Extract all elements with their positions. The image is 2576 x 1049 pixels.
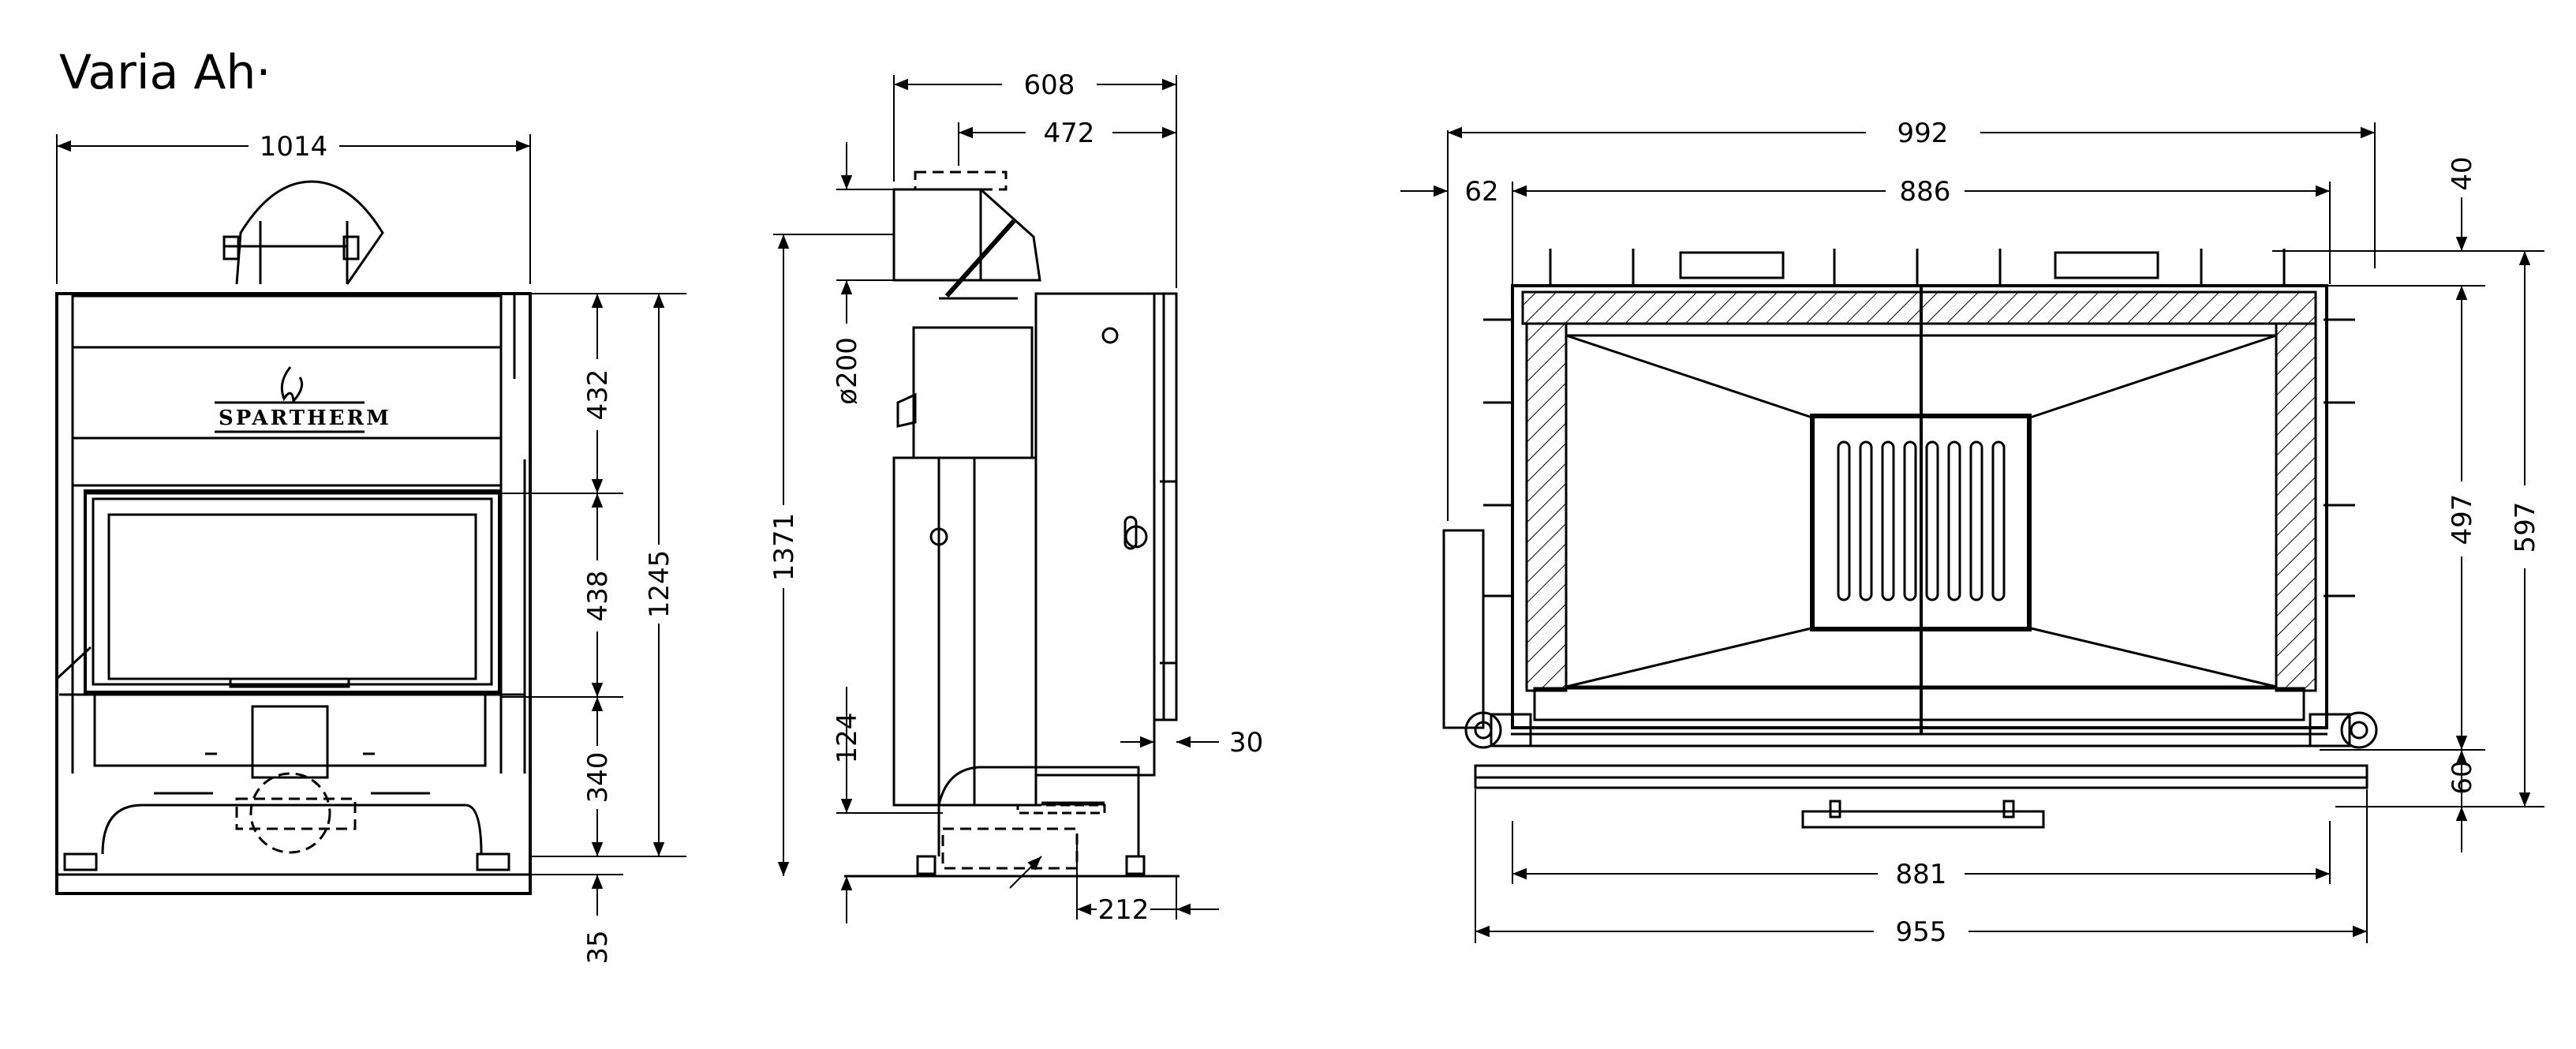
dim-plan-outer-depth: 597	[2510, 502, 2541, 553]
dim-side-flue-diameter: ø200	[832, 337, 863, 405]
dim-plan-front-offset: 60	[2447, 760, 2478, 794]
flue-dome	[235, 180, 384, 285]
dim-plan-left-offset: 62	[1464, 176, 1498, 208]
dim-side-total-height: 1371	[768, 513, 800, 582]
dim-front-base-height: 340	[582, 752, 614, 804]
dim-front-door-height: 438	[582, 571, 614, 622]
dim-side-flue-offset: 472	[1044, 118, 1095, 149]
dim-front-foot-height: 35	[582, 930, 614, 964]
dim-side-inlet-height: 124	[832, 713, 863, 764]
dim-side-gap: 30	[1229, 727, 1263, 759]
liner-right	[2275, 322, 2317, 692]
front-view-dimensions	[56, 134, 686, 916]
dim-plan-bottom-outer-width: 955	[1896, 916, 1947, 948]
dim-side-depth: 608	[1024, 69, 1075, 101]
handle	[1801, 810, 2045, 829]
brand-logo-text: SPARTHERM	[219, 406, 391, 430]
dim-plan-inner-depth: 497	[2447, 494, 2478, 545]
side-view	[844, 170, 1180, 878]
dim-plan-inner-width: 886	[1900, 176, 1951, 208]
front-view	[55, 180, 532, 895]
brand-flame-icon	[280, 366, 304, 404]
plan-view-dimensions	[1400, 122, 2544, 943]
dim-side-bottom-offset: 212	[1098, 894, 1150, 926]
dim-front-width: 1014	[260, 131, 328, 163]
plan-view	[1442, 249, 2378, 829]
side-view-dimensions	[773, 75, 1219, 923]
liner-top	[1521, 290, 2317, 325]
dim-front-total-height: 1245	[644, 550, 675, 619]
liner-left	[1525, 322, 1568, 692]
drawing-title: Varia Ah·	[59, 45, 271, 100]
dim-plan-top-offset: 40	[2447, 156, 2478, 190]
dim-plan-bottom-inner-width: 881	[1896, 859, 1947, 890]
dim-front-hood-height: 432	[582, 369, 614, 421]
dim-plan-outer-width: 992	[1897, 118, 1949, 149]
